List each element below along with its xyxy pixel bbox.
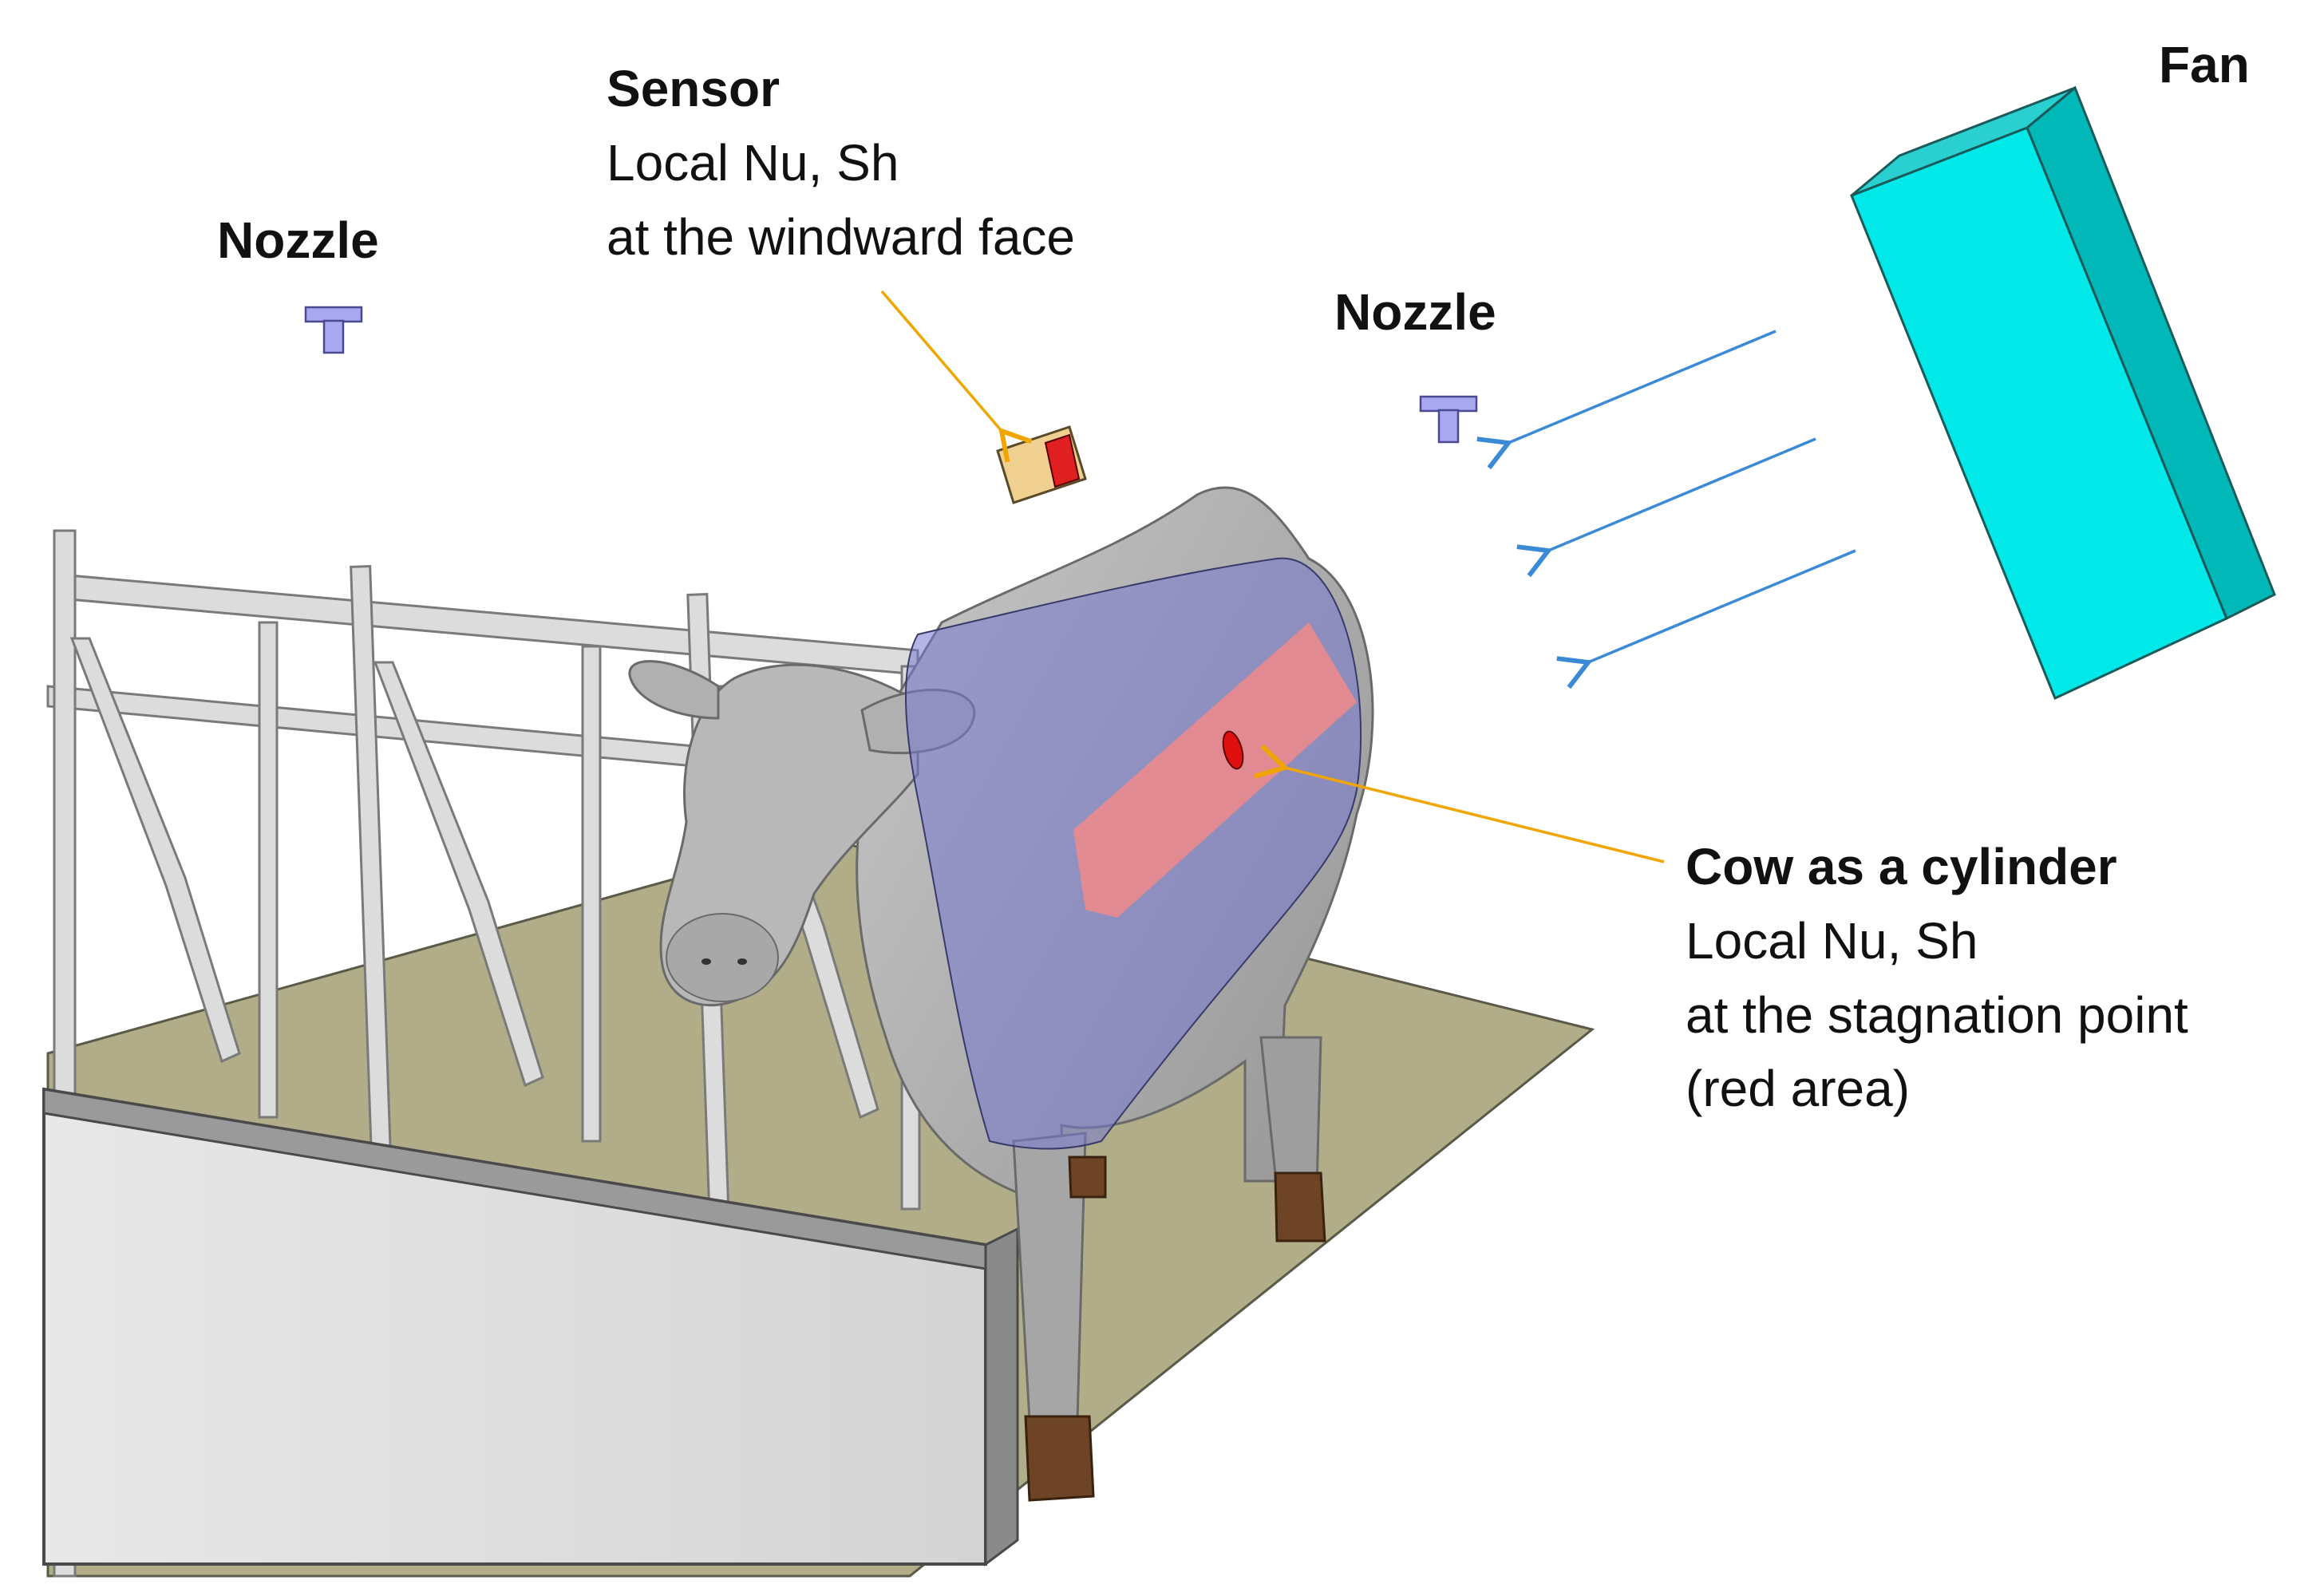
nozzle-right-title: Nozzle: [1334, 283, 1496, 341]
nozzle-left-title: Nozzle: [217, 211, 379, 269]
airflow-arrows: [1476, 330, 1856, 689]
fan-title: Fan: [2159, 36, 2250, 93]
cow-line3: (red area): [1686, 1060, 1910, 1118]
nozzle-icon: [1419, 395, 1478, 444]
sensor-icon: [996, 425, 1087, 504]
nozzle-left-label: Nozzle: [217, 203, 379, 278]
airflow-arrow: [1476, 330, 1777, 470]
sensor-line1: Local Nu, Sh: [607, 133, 899, 192]
stagnation-point: [1222, 730, 1244, 770]
sensor-title: Sensor: [607, 60, 780, 117]
sensor-label: Sensor Local Nu, Sh at the windward face: [607, 52, 1075, 274]
sensor-leader: [880, 290, 1033, 463]
cow-title: Cow as a cylinder: [1686, 838, 2117, 895]
nozzle-right-label: Nozzle: [1334, 275, 1496, 350]
stagnation-band: [1073, 622, 1357, 918]
cow-label: Cow as a cylinder Local Nu, Sh at the st…: [1686, 830, 2188, 1126]
airflow-arrow: [1556, 549, 1856, 689]
nozzle-icon: [304, 306, 363, 354]
airflow-arrow: [1516, 437, 1816, 578]
cow-line2: at the stagnation point: [1686, 986, 2188, 1044]
cow-leader: [1254, 744, 1665, 863]
sensor-line2: at the windward face: [607, 207, 1075, 266]
fan-box: [1850, 85, 2276, 701]
cow-line1: Local Nu, Sh: [1686, 911, 1978, 970]
fan-label: Fan: [2159, 28, 2250, 102]
